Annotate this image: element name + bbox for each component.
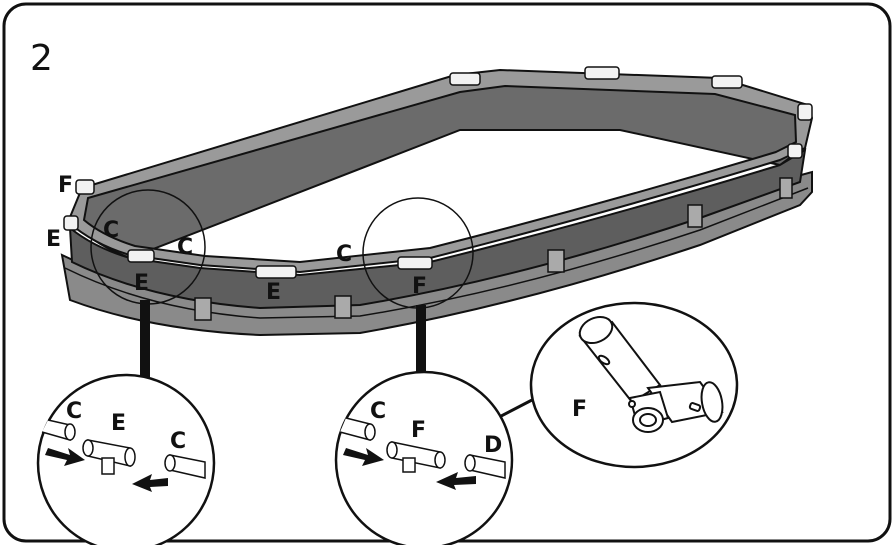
connector-joint <box>711 75 743 89</box>
detail-f-closeup: F <box>529 301 739 469</box>
detail-label-d: D <box>484 433 502 458</box>
pipe-c-left <box>41 419 76 441</box>
arrow-right-icon <box>45 448 85 466</box>
arrow-left-icon <box>132 474 168 492</box>
f-right-slot <box>688 402 702 412</box>
pipe-c-left <box>339 417 376 441</box>
connector-joint <box>255 265 297 279</box>
connector-joint <box>787 143 803 159</box>
detail-f-connector: C F D <box>334 370 514 545</box>
pipe-c-right <box>164 454 206 479</box>
tee-stem <box>101 457 115 475</box>
f-stem-opening-inner <box>639 413 657 427</box>
leader-bar-left <box>140 300 150 388</box>
connector-e-tee <box>82 439 136 475</box>
band-tab <box>779 177 793 199</box>
label-c-mid: C <box>336 242 352 267</box>
leader-bar-mid <box>416 305 426 383</box>
label-f-left: F <box>58 173 73 198</box>
arrow-right-icon <box>343 448 384 466</box>
detail-label-c-right: C <box>170 429 186 454</box>
f-right-opening <box>700 381 724 423</box>
connector-joint <box>397 256 433 270</box>
detail-e-connector: C E C <box>36 373 216 545</box>
label-e-bottom: E <box>134 271 149 296</box>
label-f-mid: F <box>412 274 427 299</box>
detail-label-c-left: C <box>66 399 82 424</box>
f-connector-part <box>578 315 724 433</box>
band-tab <box>687 204 703 228</box>
tee-end-left <box>82 439 94 457</box>
label-c-left: C <box>103 218 119 243</box>
detail-label-f-closeup: F <box>572 397 587 422</box>
detail-label-c-left: C <box>370 399 386 424</box>
label-e-mid: E <box>266 280 281 305</box>
pipe-d <box>464 454 506 479</box>
connector-joint <box>797 103 813 121</box>
pipe-end <box>464 454 476 472</box>
band-tabs <box>194 177 793 321</box>
arrow-left-icon <box>436 472 476 490</box>
pipe-end <box>364 423 376 441</box>
connector-joint <box>75 179 95 195</box>
tee-stem <box>402 457 416 473</box>
tee-end-right <box>434 451 446 469</box>
f-hole <box>628 400 636 408</box>
connector-joint <box>449 72 481 86</box>
f-upper-slot <box>597 354 611 366</box>
connector-joint <box>584 66 620 80</box>
detail-label-f: F <box>411 418 426 443</box>
tee-end-right <box>124 447 136 467</box>
connector-f-tee <box>386 441 446 473</box>
band-tab <box>334 295 352 319</box>
pipe-end <box>164 454 176 472</box>
rail-connectors <box>63 66 813 279</box>
band-tab <box>194 297 212 321</box>
f-upper-opening <box>578 315 614 345</box>
connector-joint <box>63 215 79 231</box>
tee-end-left <box>386 441 398 459</box>
connector-joint <box>127 249 155 263</box>
pipe-end <box>64 423 76 441</box>
label-e-left: E <box>46 227 61 252</box>
label-c-inner: C <box>177 235 193 260</box>
pool-frame <box>60 66 814 337</box>
detail-label-e: E <box>111 411 126 436</box>
step-number: 2 <box>30 38 53 79</box>
band-tab <box>547 249 565 273</box>
pool-band-stripe <box>64 187 809 319</box>
